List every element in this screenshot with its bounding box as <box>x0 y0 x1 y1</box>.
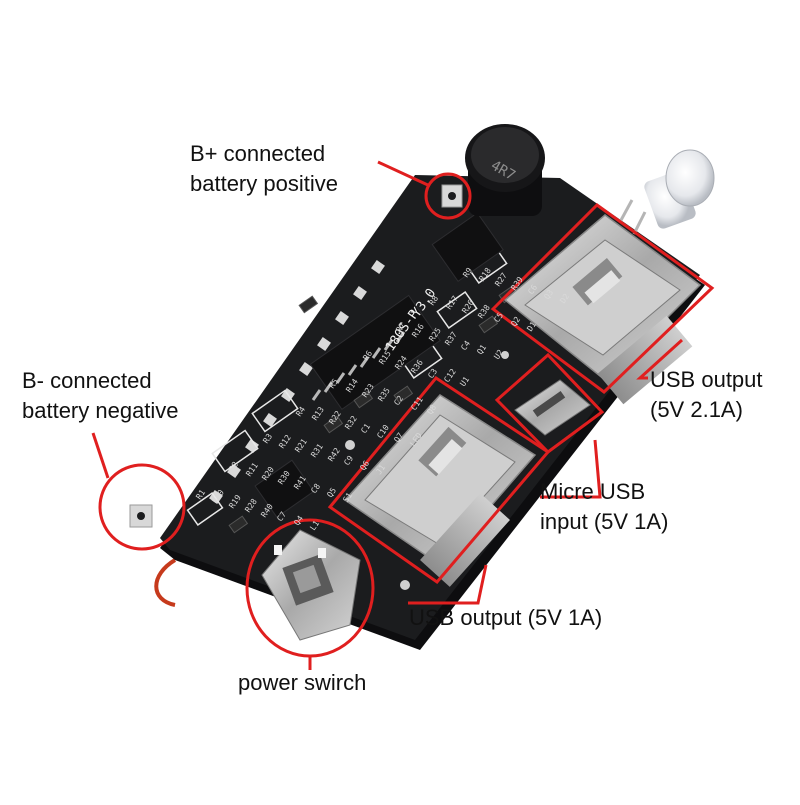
ic-u2 <box>431 212 504 283</box>
callout-b-minus: B- connected battery negative <box>22 366 179 426</box>
callout-micro-usb-line1: Micre USB <box>540 479 646 504</box>
callout-b-plus-line1: B+ connected <box>190 141 326 166</box>
callout-power-switch-line1: power swirch <box>238 670 367 695</box>
battery-wire <box>154 558 177 607</box>
annotations <box>91 160 715 670</box>
usb-1a-highlight <box>327 376 551 585</box>
usb-port-1a <box>343 394 537 587</box>
power-switch-body <box>261 529 361 641</box>
callout-b-minus-line2: battery negative <box>22 398 179 423</box>
callout-usb-output-2-1a: USB output (5V 2.1A) <box>650 365 763 425</box>
leader-usb-1a <box>408 564 488 605</box>
leader-micro-usb <box>540 439 602 499</box>
callout-b-plus: B+ connected battery positive <box>190 139 338 199</box>
micro-usb-port <box>514 379 591 436</box>
callout-usb-output-2-1a-line1: USB output <box>650 367 763 392</box>
b-minus-highlight <box>98 463 186 551</box>
usb-port-2-1a <box>503 214 702 405</box>
b-plus-highlight <box>424 172 472 220</box>
ic-u1 <box>309 294 441 411</box>
passive-components <box>228 285 519 534</box>
leader-usb-2-1a-elbow <box>636 338 684 380</box>
leader-b-minus <box>91 432 110 479</box>
callout-b-minus-line1: B- connected <box>22 368 152 393</box>
callout-usb-output-1a-line1: USB output (5V 1A) <box>409 605 603 630</box>
callout-micro-usb-line2: input (5V 1A) <box>540 509 669 534</box>
transistor-q6 <box>254 459 315 518</box>
callout-power-switch: power swirch <box>238 668 366 698</box>
leader-b-plus <box>377 160 431 188</box>
micro-usb-highlight <box>494 352 605 454</box>
led <box>618 149 715 235</box>
callout-b-plus-line2: battery positive <box>190 171 338 196</box>
inductor-l1 <box>465 124 545 216</box>
callout-micro-usb-input: Micre USB input (5V 1A) <box>540 477 668 537</box>
callout-usb-output-1a: USB output (5V 1A) <box>409 603 602 633</box>
callout-usb-output-2-1a-line2: (5V 2.1A) <box>650 397 743 422</box>
usb-2-1a-highlight <box>490 203 715 394</box>
